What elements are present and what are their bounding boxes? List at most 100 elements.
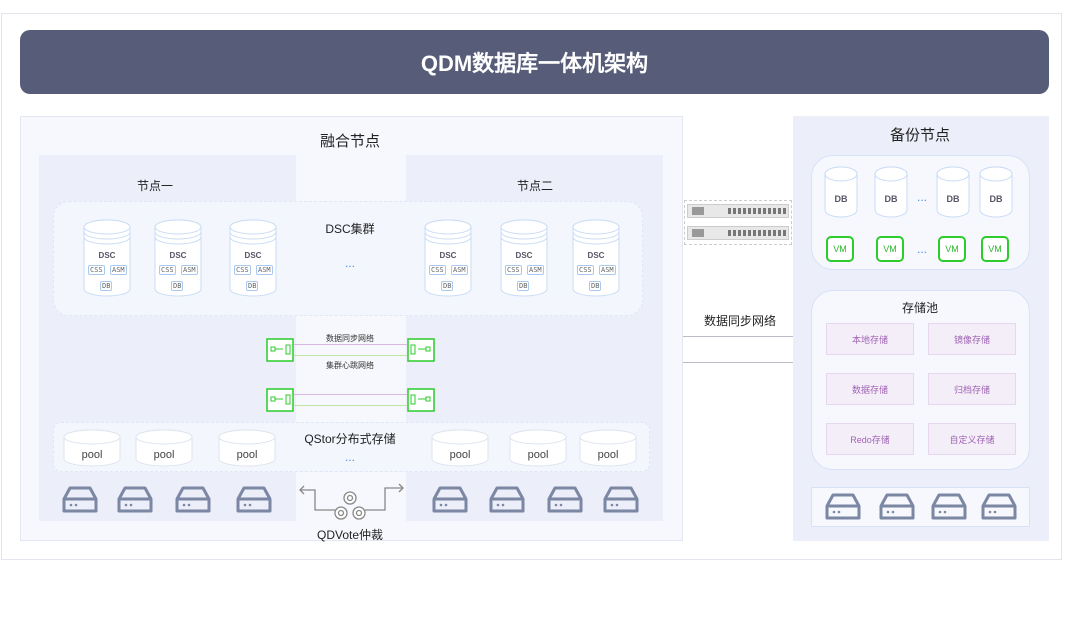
storage-pool-cylinder: pool	[63, 429, 121, 467]
dsc-tag-db: DB	[246, 281, 259, 291]
dsc-tag-asm: ASM	[256, 265, 273, 275]
pool-label: pool	[236, 449, 258, 461]
disk-drive-icon	[117, 485, 153, 520]
disk-drive-icon	[931, 492, 967, 527]
network-switch-icon	[687, 204, 789, 218]
pool-label: pool	[527, 449, 549, 461]
disk-drive-icon	[62, 485, 98, 520]
diagram-frame	[1, 13, 1062, 560]
dsc-tag-css: CSS	[88, 265, 105, 275]
dsc-label: DSC	[244, 251, 262, 260]
storage-pool-cylinder: pool	[431, 429, 489, 467]
sync-network-line	[683, 336, 793, 337]
network-card-icon	[407, 338, 435, 367]
dsc-tag-asm: ASM	[110, 265, 127, 275]
disk-drive-icon	[547, 485, 583, 520]
node-two-label: 节点二	[516, 179, 553, 193]
db-label: DB	[834, 194, 848, 204]
network-card-icon	[407, 388, 435, 417]
heartbeat-line	[294, 405, 407, 406]
pool-label: pool	[81, 449, 103, 461]
gears-icon	[334, 491, 366, 520]
dsc-tag-css: CSS	[577, 265, 594, 275]
storage-pool-cylinder: pool	[218, 429, 276, 467]
switch-group	[684, 200, 792, 245]
dsc-tag-asm: ASM	[451, 265, 468, 275]
disk-drive-icon	[879, 492, 915, 527]
disk-drive-icon	[825, 492, 861, 527]
data-sync-line	[294, 344, 407, 345]
page-title: QDM数据库一体机架构	[20, 30, 1049, 94]
db-label: DB	[946, 194, 960, 204]
backup-db-cylinder: DB	[874, 166, 908, 218]
dsc-label: DSC	[169, 251, 187, 260]
vm-badge: VM	[938, 236, 966, 262]
backup-node-title: 备份节点	[889, 127, 950, 144]
node-one-label: 节点一	[136, 179, 173, 193]
dsc-database-cylinder: DSC CSS ASM DB	[572, 219, 620, 297]
dsc-tag-css: CSS	[429, 265, 446, 275]
dsc-label: DSC	[515, 251, 533, 260]
disk-drive-icon	[236, 485, 272, 520]
storage-type-item: 数据存储	[826, 373, 914, 405]
arbitration-arrows-icon	[299, 483, 404, 511]
storage-pool-cylinder: pool	[579, 429, 637, 467]
storage-type-item: 归档存储	[928, 373, 1016, 405]
dsc-tag-css: CSS	[159, 265, 176, 275]
storage-type-item: Redo存储	[826, 423, 914, 455]
dsc-label: DSC	[439, 251, 457, 260]
fusion-node-title: 融合节点	[319, 133, 380, 150]
pool-ellipsis: ...	[344, 450, 355, 464]
dsc-tag-db: DB	[100, 281, 113, 291]
dsc-ellipsis: ...	[344, 256, 355, 270]
disk-drive-icon	[489, 485, 525, 520]
backup-db-cylinder: DB	[936, 166, 970, 218]
qstor-label: QStor分布式存储	[304, 432, 396, 446]
dsc-tag-db: DB	[517, 281, 530, 291]
storage-pool-title: 存储池	[901, 301, 938, 315]
vm-ellipsis: ...	[916, 242, 927, 256]
dsc-tag-db: DB	[441, 281, 454, 291]
network-switch-icon	[687, 226, 789, 240]
dsc-label: DSC	[98, 251, 116, 260]
dsc-database-cylinder: DSC CSS ASM DB	[500, 219, 548, 297]
storage-type-item: 本地存储	[826, 323, 914, 355]
disk-drive-icon	[981, 492, 1017, 527]
dsc-tag-asm: ASM	[527, 265, 544, 275]
network-card-icon	[266, 388, 294, 417]
heartbeat-network-label: 集群心跳网络	[326, 361, 374, 370]
vm-badge: VM	[876, 236, 904, 262]
dsc-tag-css: CSS	[505, 265, 522, 275]
storage-pool-cylinder: pool	[509, 429, 567, 467]
disk-drive-icon	[432, 485, 468, 520]
dsc-cluster-label: DSC集群	[325, 222, 375, 236]
sync-network-label: 数据同步网络	[703, 314, 776, 328]
qdvote-arbitration-diagram	[299, 483, 404, 520]
db-label: DB	[884, 194, 898, 204]
pool-label: pool	[449, 449, 471, 461]
heartbeat-line	[294, 355, 407, 356]
dsc-database-cylinder: DSC CSS ASM DB	[83, 219, 131, 297]
data-sync-line	[294, 394, 407, 395]
vm-badge: VM	[981, 236, 1009, 262]
dsc-database-cylinder: DSC CSS ASM DB	[424, 219, 472, 297]
dsc-tag-asm: ASM	[181, 265, 198, 275]
dsc-tag-asm: ASM	[599, 265, 616, 275]
backup-db-cylinder: DB	[979, 166, 1013, 218]
db-ellipsis: ...	[916, 190, 927, 204]
pool-label: pool	[153, 449, 175, 461]
vm-badge: VM	[826, 236, 854, 262]
storage-pool-cylinder: pool	[135, 429, 193, 467]
dsc-database-cylinder: DSC CSS ASM DB	[154, 219, 202, 297]
data-sync-network-label: 数据同步网络	[326, 334, 374, 343]
network-card-icon	[266, 338, 294, 367]
dsc-tag-db: DB	[589, 281, 602, 291]
disk-drive-icon	[175, 485, 211, 520]
pool-label: pool	[597, 449, 619, 461]
disk-drive-icon	[603, 485, 639, 520]
dsc-tag-db: DB	[171, 281, 184, 291]
qdvote-label: QDVote仲裁	[316, 528, 384, 542]
backup-db-cylinder: DB	[824, 166, 858, 218]
dsc-label: DSC	[587, 251, 605, 260]
